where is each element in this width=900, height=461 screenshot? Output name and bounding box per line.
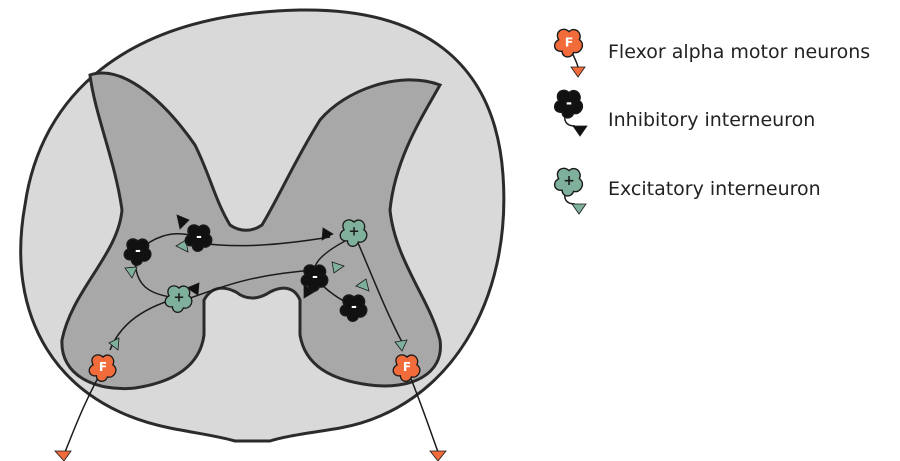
neuron-symbol: F [99, 360, 107, 374]
legend-label-inhibitory: Inhibitory interneuron [608, 109, 815, 131]
neuron-symbol: F [565, 35, 574, 50]
flexor-terminal [430, 451, 446, 461]
flexor-terminal [55, 451, 71, 461]
neuron-symbol: - [135, 243, 141, 259]
legend-item-excitatory: + Excitatory interneuron [555, 168, 821, 214]
inhibitory-neuron-icon: - [555, 90, 587, 136]
legend: F Flexor alpha motor neurons - Inhibitor… [555, 29, 871, 214]
neuron-symbol: - [196, 229, 202, 245]
neuron-symbol: - [312, 269, 318, 285]
neuron-symbol: + [563, 173, 575, 189]
legend-item-inhibitory: - Inhibitory interneuron [555, 90, 816, 136]
neuron-symbol: + [348, 225, 359, 240]
flexor-neuron-icon: F [555, 29, 585, 77]
neuron-symbol: - [566, 94, 572, 112]
legend-label-excitatory: Excitatory interneuron [608, 178, 821, 200]
neuron-symbol: - [351, 299, 357, 315]
legend-label-flexor: Flexor alpha motor neurons [608, 41, 870, 63]
neuron-symbol: F [403, 360, 411, 374]
legend-item-flexor: F Flexor alpha motor neurons [555, 29, 871, 77]
neuron-symbol: + [173, 291, 184, 306]
excitatory-neuron-icon: + [555, 168, 586, 214]
